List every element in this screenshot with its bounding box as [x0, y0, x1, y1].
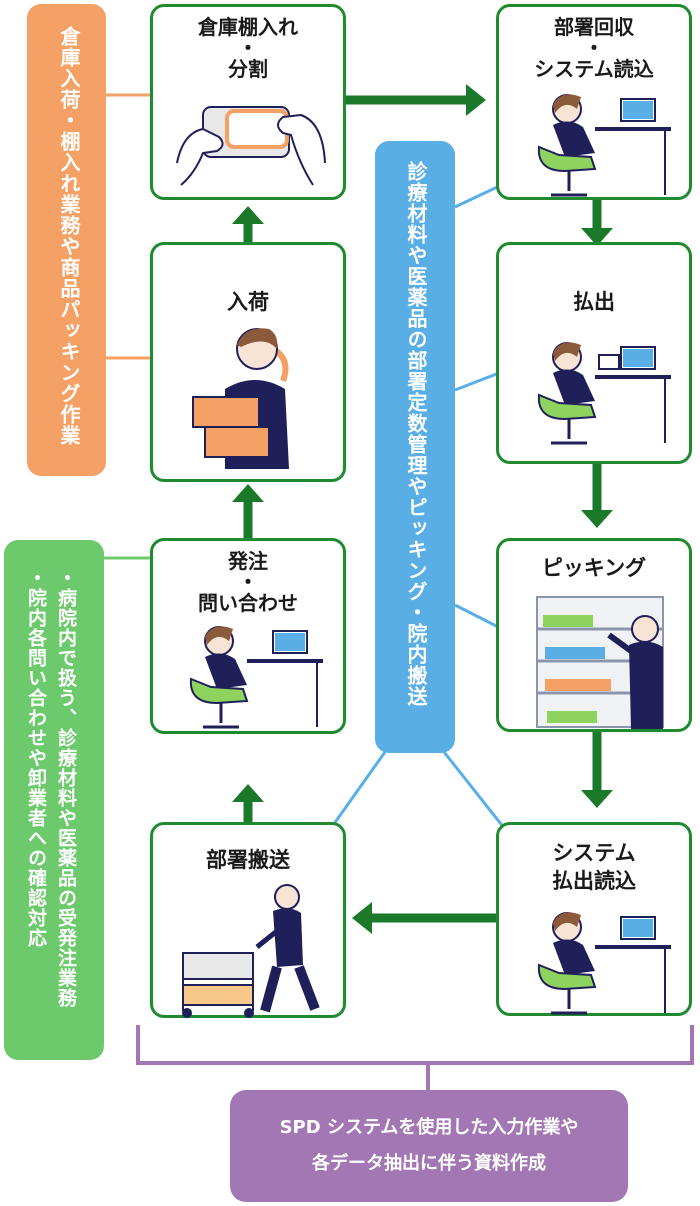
bottom-bracket — [136, 1025, 694, 1065]
step-order-title: 発注 ・ 問い合わせ — [198, 549, 298, 615]
spd-system-note: SPD システムを使用した入力作業や 各データ抽出に伴う資料作成 — [230, 1090, 628, 1202]
step-payout-title: 払出 — [573, 290, 615, 314]
step-arrival-title: 入荷 — [227, 290, 269, 314]
hospital-work-panel: ・病院内で扱う、診療材料や医薬品の受発注業務 ・院内各問い合わせや卸業者への確認… — [4, 540, 104, 1060]
step-dept-collect-title: 部署回収 ・ システム読込 — [534, 15, 654, 81]
step-dept-collect: 部署回収 ・ システム読込 — [496, 4, 692, 200]
step-dept-transport-title: 部署搬送 — [206, 848, 290, 872]
warehouse-work-panel: 倉庫入荷・棚入れ業務や商品パッキング作業 — [27, 4, 106, 476]
step-picking-title: ピッキング — [541, 556, 647, 580]
worker-picking-shelf-illustration — [536, 596, 664, 729]
arrow-warehouse-to-collect-head — [466, 84, 486, 116]
arrow-payout-to-picking-head — [581, 510, 613, 528]
worker-carrying-boxes-illustration — [192, 328, 289, 469]
hands-card-illustration — [176, 106, 326, 186]
warehouse-work-text: 倉庫入荷・棚入れ業務や商品パッキング作業 — [57, 26, 81, 446]
step-arrival: 入荷 — [150, 242, 346, 482]
step-warehouse: 倉庫棚入れ ・ 分割 — [150, 4, 346, 200]
arrow-picking-to-system-head — [581, 790, 613, 808]
worker-pushing-cart-illustration — [182, 884, 320, 1018]
step-warehouse-title: 倉庫棚入れ ・ 分割 — [198, 15, 298, 81]
worker-at-desk-illustration — [537, 912, 671, 1015]
step-dept-transport: 部署搬送 — [150, 822, 346, 1018]
arrow-dept-to-order-head — [232, 784, 264, 802]
hospital-line-2: ・院内各問い合わせや卸業者への確認対応 — [25, 568, 47, 948]
spd-note-line-2: 各データ抽出に伴う資料作成 — [312, 1153, 546, 1174]
worker-at-desk-illustration — [537, 342, 671, 445]
arrow-order-to-arrival-head — [232, 484, 264, 502]
step-picking: ピッキング — [496, 538, 692, 732]
arrow-collect-to-payout-head — [581, 228, 613, 246]
spd-note-line-1: SPD システムを使用した入力作業や — [279, 1117, 579, 1138]
step-order: 発注 ・ 問い合わせ — [150, 538, 346, 734]
step-system-payout: システム 払出読込 — [496, 822, 692, 1016]
arrow-arrival-to-warehouse-head — [232, 206, 264, 224]
hospital-line-1: ・病院内で扱う、診療材料や医薬品の受発注業務 — [55, 568, 77, 1008]
central-management-panel: 診療材料や医薬品の部署定数管理やピッキング・院内搬送 — [375, 141, 455, 753]
step-payout: 払出 — [496, 242, 692, 464]
central-management-text: 診療材料や医薬品の部署定数管理やピッキング・院内搬送 — [404, 161, 428, 707]
step-system-payout-title: システム 払出読込 — [552, 841, 636, 893]
worker-at-desk-illustration — [537, 94, 671, 197]
arrow-system-to-transport-head — [352, 902, 372, 934]
worker-at-desk-illustration — [189, 626, 323, 729]
